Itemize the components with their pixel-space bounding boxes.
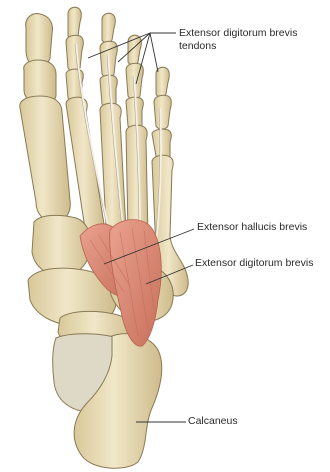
label-extensor-hallucis-brevis: Extensor hallucis brevis (197, 221, 307, 234)
label-extensor-digitorum-brevis-tendons: Extensor digitorum brevis tendons (179, 27, 299, 53)
label-calcaneus: Calcaneus (188, 415, 238, 428)
label-extensor-digitorum-brevis: Extensor digitorum brevis (195, 257, 313, 270)
leader-edb-tendons-4 (150, 33, 158, 72)
